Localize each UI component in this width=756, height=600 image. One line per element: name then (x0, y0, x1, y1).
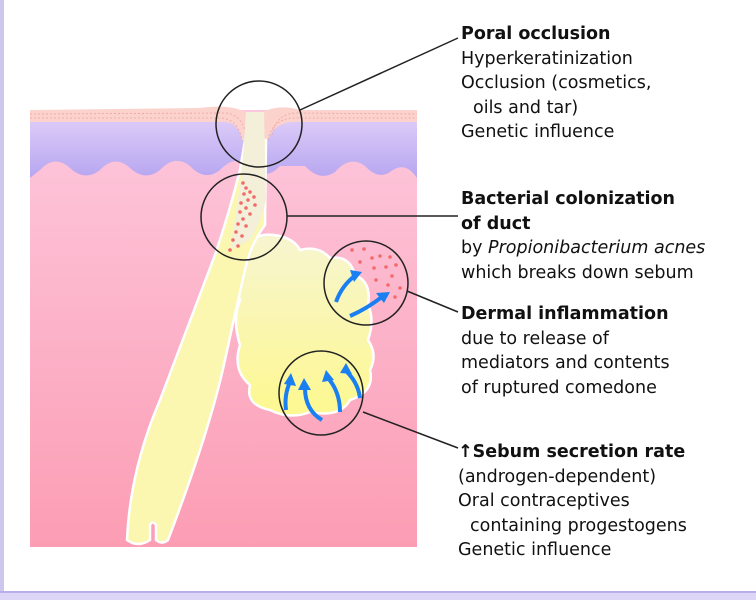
poral-occlusion-circle (215, 80, 303, 168)
arrowheads (284, 270, 390, 390)
label-bacterial-colonization: Bacterial colonization of duct by Propio… (461, 187, 705, 285)
pore-duct (230, 112, 266, 250)
up-arrow-icon: ↑ (458, 442, 473, 462)
label-title: of duct (461, 213, 531, 234)
label-line: which breaks down sebum (461, 262, 694, 283)
label-line: Genetic influence (461, 122, 615, 142)
stratum-corneum-dashes (29, 112, 418, 141)
label-sebum-secretion: ↑Sebum secretion rate (androgen-dependen… (458, 440, 687, 563)
label-line: mediators and contents (461, 353, 670, 373)
label-title: Bacterial colonization (461, 189, 675, 209)
label-title: Dermal inflammation (461, 304, 669, 324)
label-dermal-inflammation: Dermal inflammation due to release of me… (461, 302, 670, 400)
sebum-secretion-circle (278, 350, 364, 436)
label-line: Hyperkeratinization (461, 48, 633, 69)
label-line: Oral contraceptives (458, 491, 630, 511)
label-line: Occlusion (cosmetics, (461, 73, 652, 93)
stratum-corneum (30, 106, 417, 140)
label-line: due to release of (461, 328, 609, 349)
leader-lines (287, 37, 459, 449)
label-line: of ruptured comedone (461, 377, 657, 398)
hair-follicle (125, 138, 268, 546)
label-line: containing progestogens (470, 515, 687, 536)
frame-border-left (0, 0, 4, 596)
dermal-inflammation-circle (323, 240, 409, 326)
label-poral-occlusion: Poral occlusion Hyperkeratinization Occl… (461, 22, 651, 145)
label-line: (androgen-dependent) (458, 466, 657, 487)
frame-border-bottom (0, 591, 756, 600)
label-title: Sebum secretion rate (472, 442, 686, 462)
sebaceous-gland (234, 233, 375, 417)
label-title: Poral occlusion (461, 24, 611, 44)
callout-circles (200, 80, 409, 436)
label-line: oils and tar) (473, 97, 579, 118)
label-species: Propionibacterium acnes (488, 238, 706, 258)
bacterial-colonization-circle (200, 173, 288, 261)
bacteria-dots (228, 181, 402, 299)
label-line: by (461, 238, 483, 258)
label-line: Genetic influence (458, 540, 612, 560)
